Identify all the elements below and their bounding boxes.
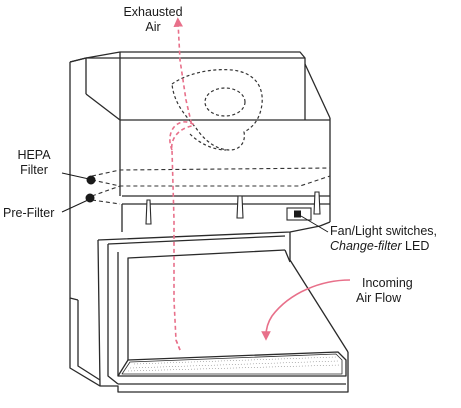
hepa-pointer-dot bbox=[86, 175, 96, 185]
airflow-arrows bbox=[169, 17, 197, 351]
switches-line2: Change-filter LED bbox=[330, 239, 437, 254]
exhausted-air-line1: Exhausted bbox=[123, 5, 183, 19]
hepa-line1: HEPA bbox=[17, 148, 51, 162]
exhausted-air-label: Exhausted Air bbox=[108, 5, 198, 35]
switches-label: Fan/Light switches, Change-filter LED bbox=[330, 224, 437, 254]
cabinet-body bbox=[69, 51, 349, 393]
work-surface-grille bbox=[127, 356, 341, 372]
prefilter-text: Pre-Filter bbox=[3, 206, 55, 220]
hepa-filter-label: HEPA Filter bbox=[8, 148, 60, 178]
blower-fan bbox=[171, 69, 263, 151]
led-text: LED bbox=[401, 239, 430, 253]
pointer-lines bbox=[61, 172, 329, 233]
incoming-line1: Incoming bbox=[362, 276, 413, 290]
exhausted-air-line2: Air bbox=[145, 20, 161, 34]
incoming-line2: Air Flow bbox=[356, 291, 402, 305]
incoming-airflow-arrow bbox=[261, 279, 351, 341]
prefilter-label: Pre-Filter bbox=[3, 206, 54, 221]
filter-lines bbox=[91, 167, 331, 205]
sash-handles bbox=[145, 191, 321, 225]
change-filter-text: Change-filter bbox=[330, 239, 402, 253]
switch-panel bbox=[286, 207, 312, 221]
hepa-line2: Filter bbox=[20, 163, 48, 177]
switches-line1: Fan/Light switches, bbox=[330, 224, 437, 238]
incoming-airflow-label: Incoming Air Flow bbox=[356, 276, 413, 306]
